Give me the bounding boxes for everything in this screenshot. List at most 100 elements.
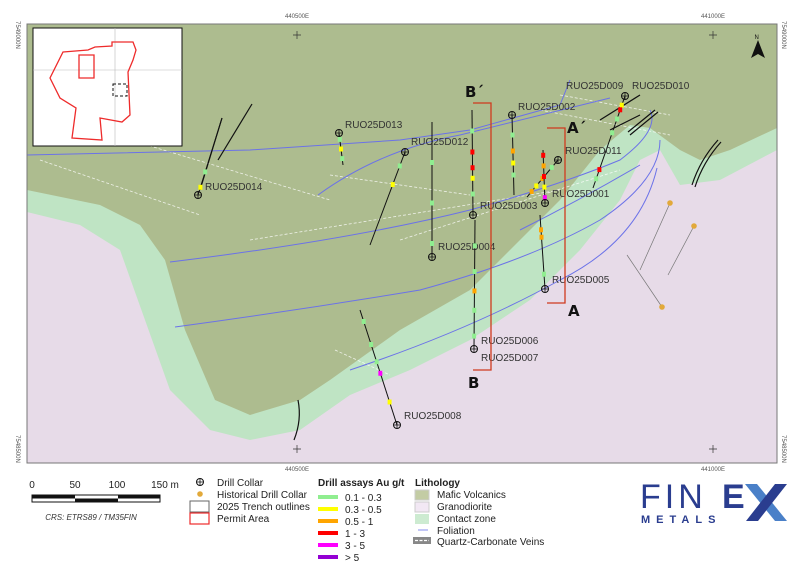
- assay-interval: [470, 191, 475, 197]
- historical-trace: [639, 202, 671, 271]
- permit-area-outline: [49, 41, 137, 141]
- drill-collar-icon[interactable]: [541, 199, 549, 207]
- drill-collar-icon[interactable]: [401, 148, 409, 156]
- drill-collar-icon[interactable]: [508, 111, 516, 119]
- section-b-start-label: B´: [465, 83, 484, 101]
- assay-interval: [430, 200, 434, 206]
- drill-collar-icon[interactable]: [541, 285, 549, 293]
- assay-interval: [472, 333, 477, 339]
- drill-hole-label: RUO25D008: [404, 411, 462, 422]
- assay-interval: [470, 149, 475, 155]
- drill-hole-label: RUO25D001: [552, 189, 610, 200]
- assay-interval: [542, 271, 546, 277]
- assay-interval: [198, 184, 203, 190]
- north-arrow: N: [751, 35, 765, 58]
- drill-hole-label: RUO25D010: [632, 81, 690, 92]
- lithology-legend-title: Lithology: [415, 478, 460, 489]
- drill-collar-icon[interactable]: [469, 211, 477, 219]
- drill-collar-icon[interactable]: [428, 253, 436, 261]
- grid-crosses: [293, 31, 717, 453]
- historical-collar-icon[interactable]: [667, 200, 673, 206]
- finex-logo: FIN E METALS: [640, 478, 787, 526]
- easting-label-bottom-2: 441000E: [701, 467, 725, 473]
- assay-interval: [542, 174, 546, 179]
- historical-collar-icon[interactable]: [659, 304, 665, 310]
- drill-collar-icon[interactable]: [554, 156, 562, 164]
- drill-collar-icon[interactable]: [393, 421, 401, 429]
- assay-interval: [542, 184, 547, 190]
- drill-hole-label: RUO25D012: [411, 137, 469, 148]
- assay-interval: [397, 163, 402, 169]
- assay-legend-item: 3 - 5: [345, 541, 365, 552]
- easting-label-bottom-1: 440500E: [285, 467, 309, 473]
- assay-interval: [615, 116, 619, 122]
- drill-hole-label: RUO25D003: [480, 201, 538, 212]
- drill-hole: RUO25D008: [359, 309, 462, 429]
- assay-interval: [470, 165, 475, 171]
- svg-text:E: E: [722, 478, 745, 516]
- drill-hole-label: RUO25D006: [481, 336, 539, 347]
- drill-hole: RUO25D006: [481, 336, 539, 347]
- drill-hole-label: RUO25D011: [565, 146, 622, 157]
- permit-area-icon: [189, 512, 210, 525]
- drill-collar-icon[interactable]: [194, 191, 202, 199]
- drill-hole-label: RUO25D013: [345, 120, 403, 131]
- assay-legend-item: 0.5 - 1: [345, 517, 374, 528]
- assay-interval: [374, 359, 379, 365]
- granodiorite-swatch: [414, 501, 430, 513]
- section-a-start-label: A´: [567, 119, 586, 137]
- drill-hole: RUO25D005: [539, 214, 610, 293]
- assay-interval: [430, 160, 434, 165]
- inset-extent-box: [112, 83, 128, 97]
- map-frame: [26, 23, 778, 464]
- assay-interval: [539, 234, 544, 240]
- assay-interval: [541, 163, 546, 169]
- drill-hole-label: RUO25D009: [566, 81, 624, 92]
- assay-interval: [378, 370, 383, 376]
- drill-hole: RUO25D007: [470, 219, 539, 364]
- assay-interval: [430, 241, 434, 246]
- drill-trace: [359, 309, 398, 426]
- assay-interval: [534, 183, 539, 189]
- drill-collar-icon[interactable]: [335, 129, 343, 137]
- drill-collar-icon[interactable]: [470, 345, 478, 353]
- legend-trench-outlines: 2025 Trench outlines: [217, 502, 310, 513]
- crs-label: CRS: ETRS89 / TM35FIN: [45, 513, 137, 522]
- drill-hole: RUO25D001: [541, 149, 610, 207]
- assay-interval: [539, 227, 543, 233]
- section-a: [547, 127, 566, 304]
- legend-foliation: Foliation: [437, 526, 475, 537]
- legend-mafic: Mafic Volcanics: [437, 490, 506, 501]
- assay-interval: [511, 160, 516, 166]
- section-b-end-label: B: [468, 374, 479, 392]
- scale-tick-50: 50: [69, 480, 81, 491]
- contact-swatch: [415, 514, 429, 524]
- svg-text:FIN: FIN: [640, 478, 707, 516]
- legend-veins: Quartz-Carbonate Veins: [437, 537, 544, 548]
- historical-collar-icon[interactable]: [691, 223, 697, 229]
- foliation-lines: [27, 79, 661, 371]
- assay-interval: [610, 130, 615, 136]
- drill-hole: RUO25D002: [508, 102, 576, 196]
- drill-holes: RUO25D014RUO25D013RUO25D012RUO25D002RUO2…: [194, 81, 690, 429]
- drill-hole-label: RUO25D007: [481, 353, 539, 364]
- drill-collar-icon[interactable]: [621, 92, 629, 100]
- section-a-end-label: A: [568, 302, 580, 320]
- scale-bar: 0 50 100 150 m CRS: ETRS89 / TM35FIN: [29, 480, 179, 522]
- assay-interval: [529, 188, 534, 194]
- scale-tick-100: 100: [109, 480, 126, 491]
- drill-hole-label: RUO25D004: [438, 242, 496, 253]
- drill-collar-icon: [196, 478, 204, 486]
- drill-trace: [197, 117, 223, 196]
- assay-interval: [472, 243, 477, 249]
- drill-hole: RUO25D010: [592, 81, 690, 189]
- assay-legend-item: 0.3 - 0.5: [345, 505, 382, 516]
- historical-collar-icon: [197, 491, 203, 497]
- northing-label-left-1: 7549000N: [14, 21, 20, 49]
- legend-contact: Contact zone: [437, 514, 496, 525]
- assay-interval: [618, 107, 623, 113]
- section-b: [473, 102, 492, 371]
- assay-legend-item: 1 - 3: [345, 529, 365, 540]
- assay-interval: [594, 176, 599, 182]
